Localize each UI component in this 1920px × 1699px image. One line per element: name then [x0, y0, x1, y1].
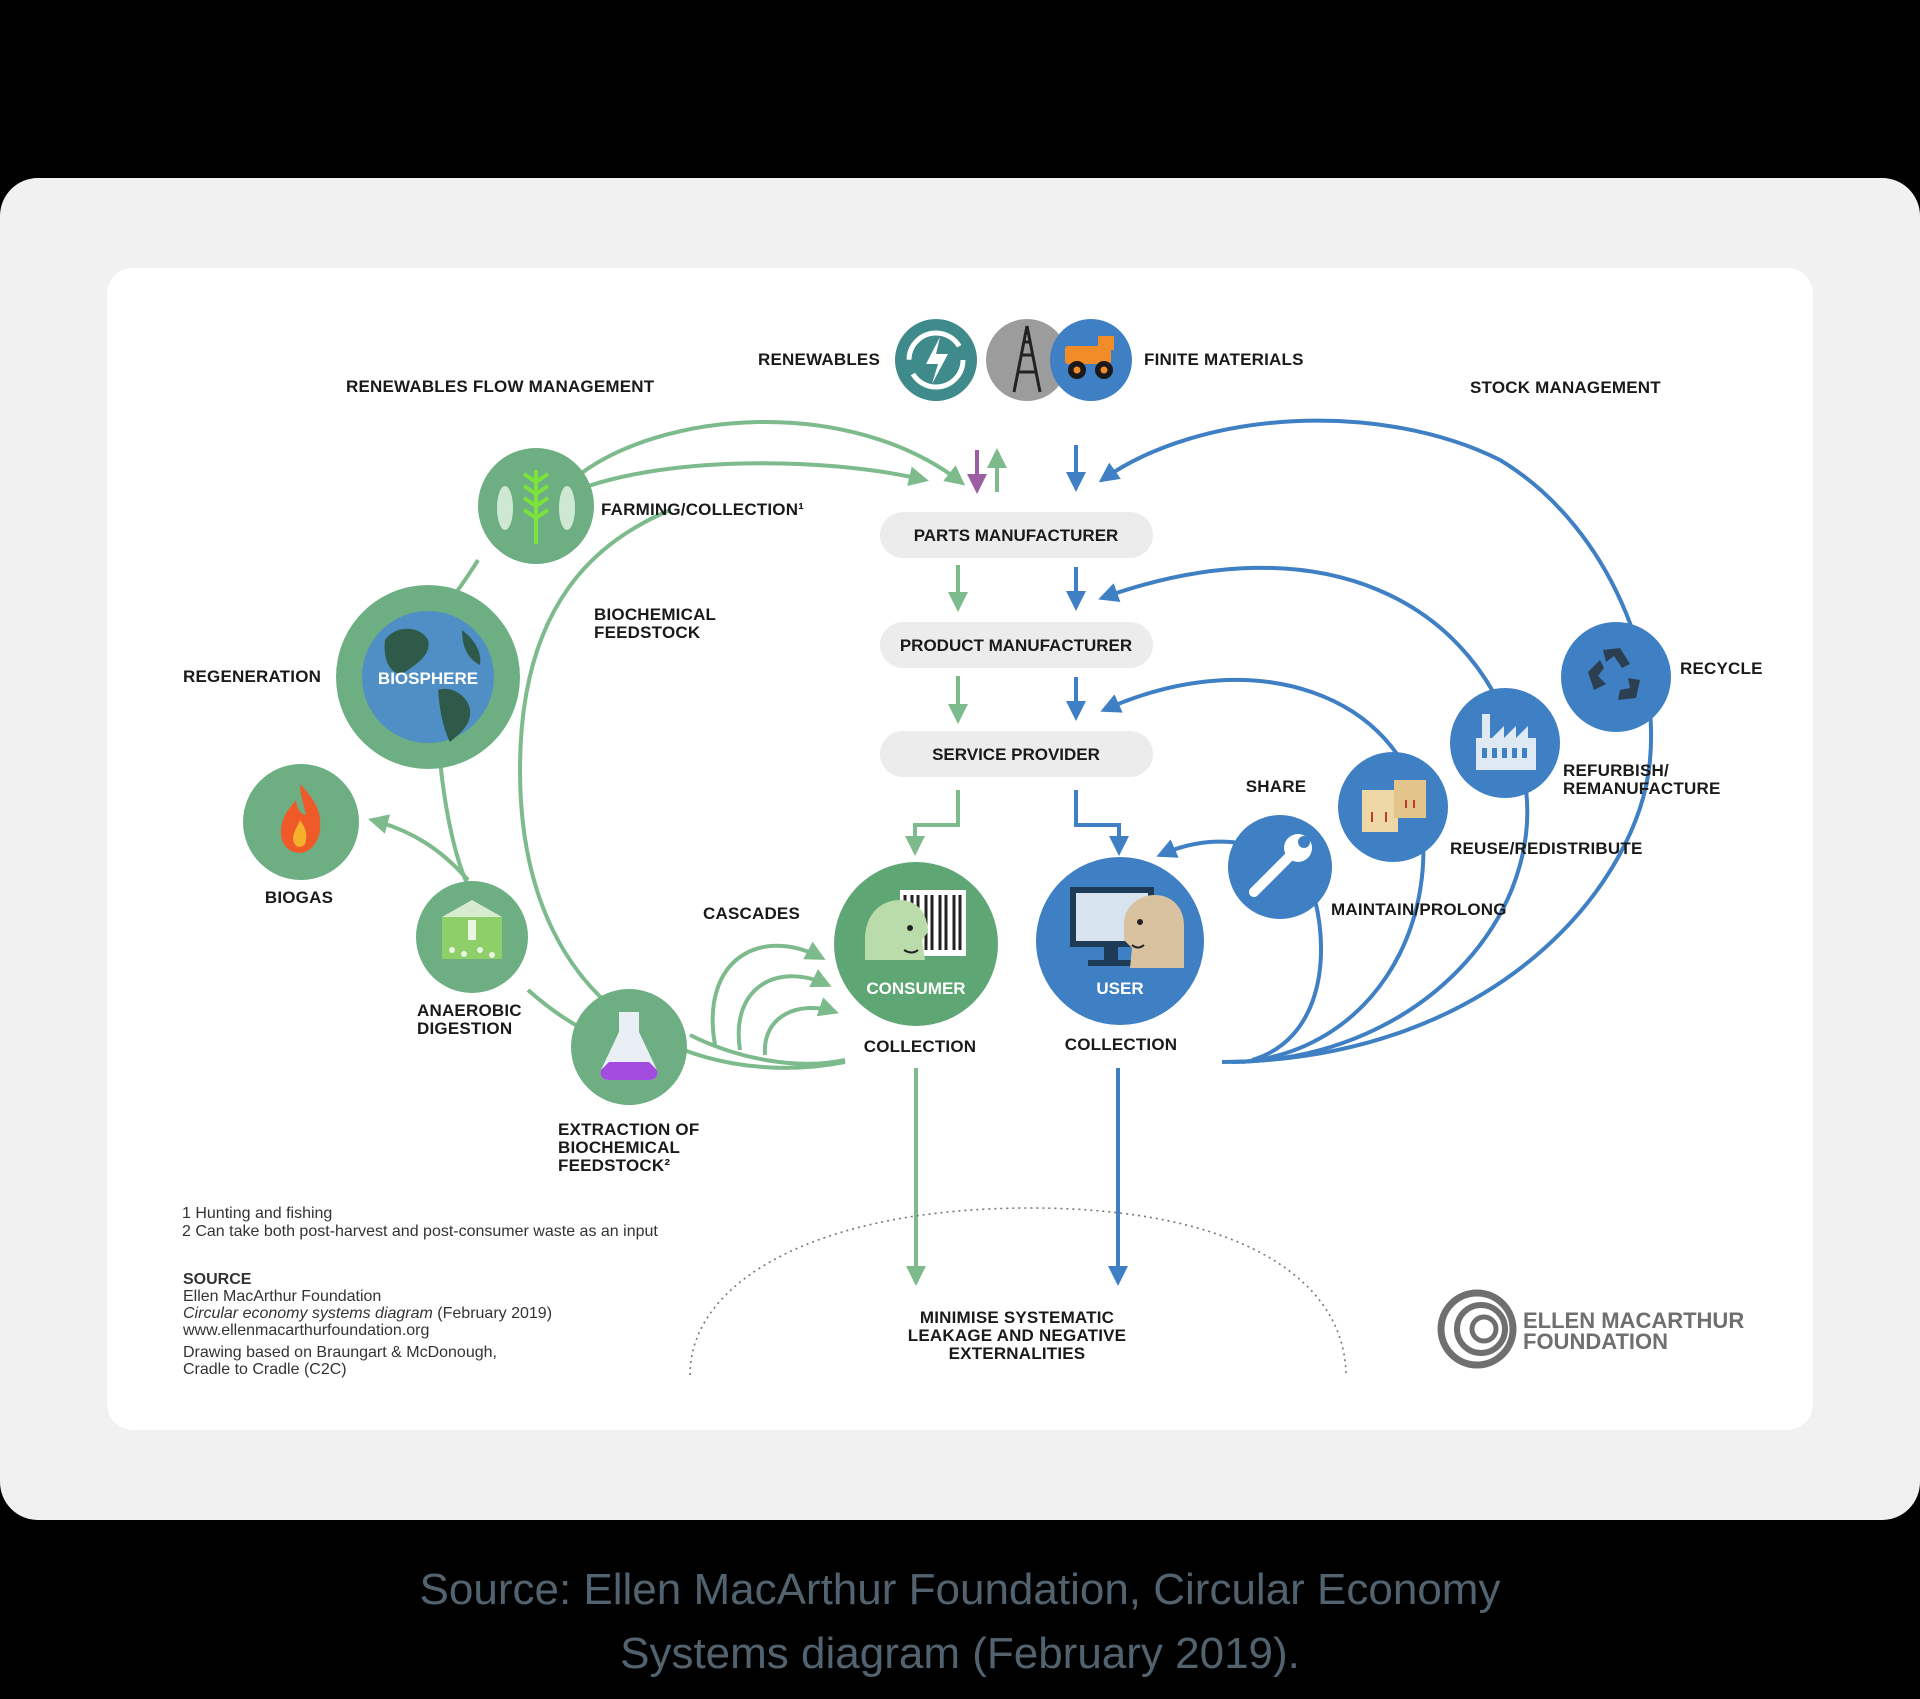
monitor-icon — [1036, 857, 1204, 1025]
compost-icon — [416, 881, 528, 993]
minimise-leakage-label: MINIMISE SYSTEMATIC LEAKAGE AND NEGATIVE… — [908, 1308, 1126, 1363]
recycle-label: RECYCLE — [1680, 659, 1763, 678]
renewables-icon — [895, 319, 977, 401]
service-provider-label: SERVICE PROVIDER — [932, 745, 1100, 764]
source-block: SOURCE Ellen MacArthur Foundation Circul… — [182, 1271, 552, 1378]
cascade-arrow-2 — [736, 969, 832, 1051]
svg-text:REMANUFACTURE: REMANUFACTURE — [1563, 779, 1720, 798]
farming-collection-label: FARMING/COLLECTION¹ — [601, 500, 804, 519]
boxes-icon — [1338, 752, 1448, 862]
service-to-consumer-arrow — [905, 790, 960, 856]
cascade-arrow-3 — [762, 997, 839, 1056]
farming-icon — [478, 448, 594, 564]
foundation-logo-icon — [1437, 1289, 1517, 1369]
refurbish-remanufacture-label: REFURBISH/ REMANUFACTURE — [1563, 761, 1720, 798]
wrench-icon — [1228, 815, 1332, 919]
stock-management-label: STOCK MANAGEMENT — [1470, 378, 1661, 397]
large-cascade-loop — [517, 508, 846, 1070]
svg-text:LEAKAGE AND NEGATIVE: LEAKAGE AND NEGATIVE — [908, 1326, 1126, 1345]
svg-text:Drawing based on Braungart & M: Drawing based on Braungart & McDonough, — [183, 1344, 497, 1361]
finite-materials-label: FINITE MATERIALS — [1144, 350, 1304, 369]
renewables-label: RENEWABLES — [758, 350, 880, 369]
svg-text:SOURCE: SOURCE — [183, 1271, 252, 1288]
svg-text:BIOCHEMICAL: BIOCHEMICAL — [594, 605, 716, 624]
flask-icon — [571, 989, 687, 1105]
svg-text:REFURBISH/: REFURBISH/ — [1563, 761, 1669, 780]
svg-text:EXTERNALITIES: EXTERNALITIES — [949, 1344, 1086, 1363]
regeneration-label: REGENERATION — [183, 667, 321, 686]
farming-to-parts-arrow — [554, 461, 929, 502]
svg-text:Ellen MacArthur Foundation: Ellen MacArthur Foundation — [183, 1288, 381, 1305]
svg-text:MINIMISE SYSTEMATIC: MINIMISE SYSTEMATIC — [920, 1308, 1114, 1327]
parts-manufacturer-box: PARTS MANUFACTURER — [880, 512, 1153, 558]
maintain-prolong-label: MAINTAIN/PROLONG — [1331, 900, 1507, 919]
cascades-label: CASCADES — [703, 904, 800, 923]
svg-text:DIGESTION: DIGESTION — [417, 1019, 512, 1038]
svg-text:1 Hunting and fishing: 1 Hunting and fishing — [182, 1205, 332, 1222]
biochemical-feedstock-label: BIOCHEMICAL FEEDSTOCK — [594, 605, 716, 642]
biosphere-label: BIOSPHERE — [378, 669, 478, 688]
footnotes: 1 Hunting and fishing 2 Can take both po… — [182, 1205, 658, 1240]
user-label: USER — [1096, 979, 1143, 998]
anaerobic-digestion-label: ANAEROBIC DIGESTION — [417, 1001, 522, 1038]
collection-left-label: COLLECTION — [864, 1037, 977, 1056]
globe-icon — [336, 585, 520, 769]
renewables-flow-management-label: RENEWABLES FLOW MANAGEMENT — [346, 377, 655, 396]
foundation-logo-text: ELLEN MACARTHUR FOUNDATION — [1523, 1308, 1744, 1354]
product-manufacturer-label: PRODUCT MANUFACTURER — [900, 636, 1132, 655]
extraction-label: EXTRACTION OF BIOCHEMICAL FEEDSTOCK² — [558, 1120, 699, 1175]
collection-right-label: COLLECTION — [1065, 1035, 1178, 1054]
leakage-arc — [689, 1207, 1347, 1376]
parts-manufacturer-label: PARTS MANUFACTURER — [914, 526, 1119, 545]
svg-text:FEEDSTOCK²: FEEDSTOCK² — [558, 1156, 670, 1175]
svg-text:BIOCHEMICAL: BIOCHEMICAL — [558, 1138, 680, 1157]
share-label: SHARE — [1246, 777, 1307, 796]
svg-text:ELLEN MACARTHUR: ELLEN MACARTHUR — [1523, 1308, 1744, 1333]
biogas-label: BIOGAS — [265, 888, 333, 907]
consumer-label: CONSUMER — [866, 979, 965, 998]
factory-icon — [1450, 688, 1560, 798]
extraction-to-collection-path — [689, 1033, 846, 1066]
biosphere-lower-path — [438, 759, 472, 891]
service-provider-box: SERVICE PROVIDER — [880, 731, 1153, 777]
caption-line-2: Systems diagram (February 2019). — [620, 1629, 1300, 1678]
oil-derrick-icon — [986, 319, 1068, 401]
svg-text:EXTRACTION OF: EXTRACTION OF — [558, 1120, 699, 1139]
mining-truck-icon — [1050, 319, 1132, 401]
cascade-arrow-1 — [710, 941, 826, 1046]
svg-text:ANAEROBIC: ANAEROBIC — [417, 1001, 522, 1020]
svg-text:FOUNDATION: FOUNDATION — [1523, 1329, 1668, 1354]
svg-text:Cradle to Cradle (C2C): Cradle to Cradle (C2C) — [183, 1361, 347, 1378]
recycle-icon — [1561, 622, 1671, 732]
service-to-user-arrow — [1074, 790, 1129, 856]
biological-flows — [368, 420, 1007, 1286]
reuse-redistribute-label: REUSE/REDISTRIBUTE — [1450, 839, 1643, 858]
regeneration-to-biogas-arrow — [368, 814, 470, 882]
svg-text:Circular economy systems diagr: Circular economy systems diagram (Februa… — [183, 1305, 552, 1322]
svg-text:FEEDSTOCK: FEEDSTOCK — [594, 623, 701, 642]
renewables-flow-arrow — [573, 420, 966, 486]
diagram-card — [107, 268, 1813, 1430]
svg-text:www.ellenmacarthurfoundation.o: www.ellenmacarthurfoundation.org — [182, 1322, 429, 1339]
svg-text:2 Can take both post-harvest a: 2 Can take both post-harvest and post-co… — [182, 1223, 658, 1240]
barcode-icon — [834, 862, 998, 1026]
caption-line-1: Source: Ellen MacArthur Foundation, Circ… — [419, 1565, 1501, 1614]
flame-icon — [243, 764, 359, 880]
product-manufacturer-box: PRODUCT MANUFACTURER — [880, 622, 1153, 668]
